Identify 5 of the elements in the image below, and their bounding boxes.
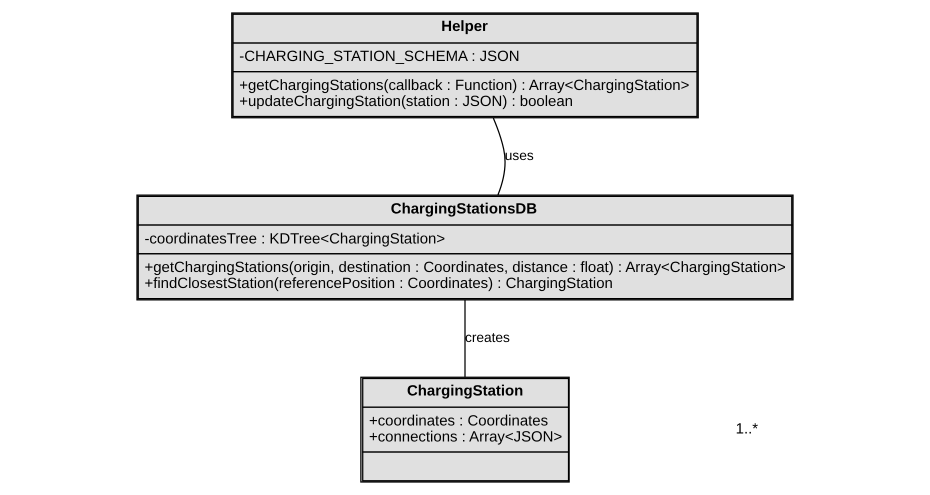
- edge-label: creates: [464, 330, 510, 346]
- connector: [464, 300, 466, 377]
- label: 1..*: [736, 420, 758, 438]
- connector: [492, 118, 506, 195]
- edge-label: uses: [504, 148, 534, 163]
